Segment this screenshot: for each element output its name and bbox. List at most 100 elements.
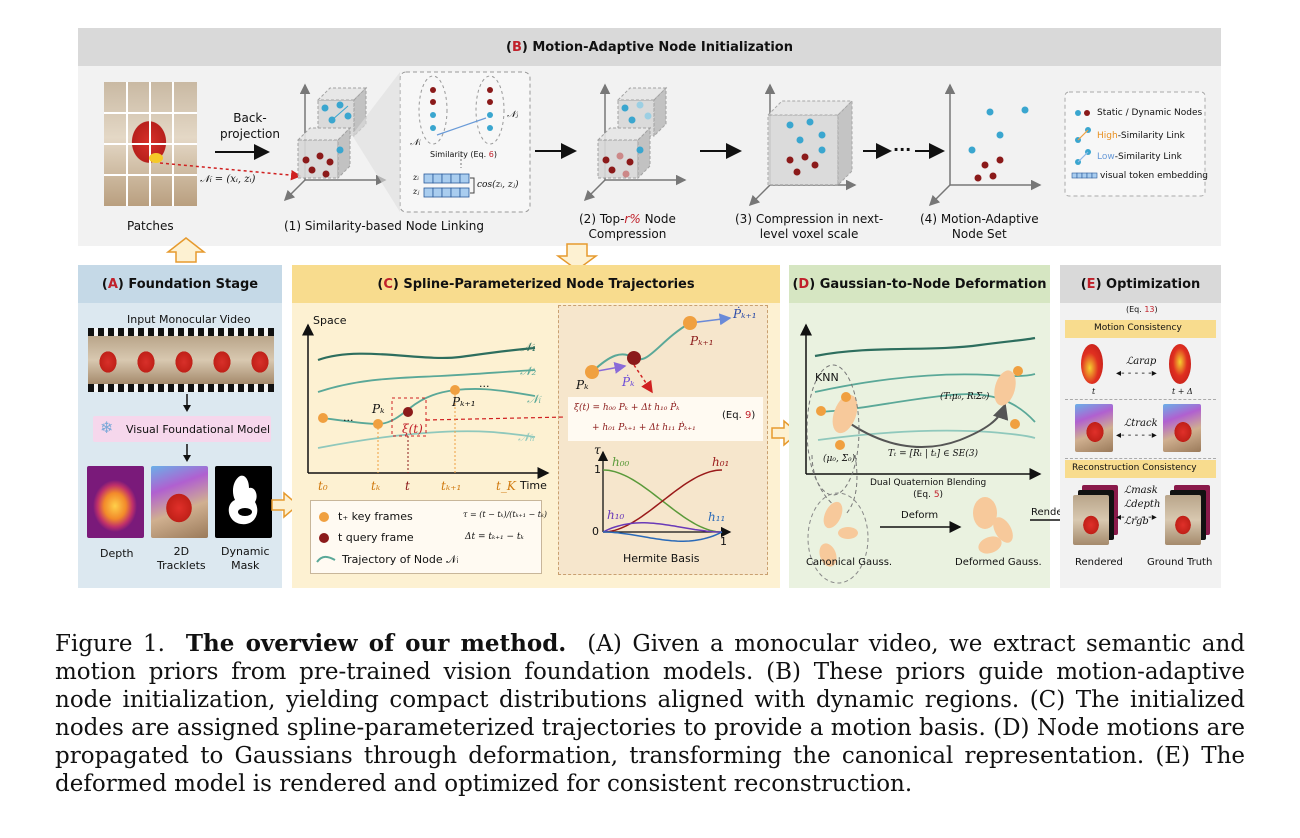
legend-queryframe: t query frame [338,531,414,544]
dt-formula: Δt = tₖ₊₁ − tₖ [465,532,524,542]
motion-consistency-band [1065,320,1216,338]
foundation-model-label: Visual Foundational Model [126,423,271,436]
deform-label: Deform [901,510,939,521]
zoom-pk1dot: Ṗₖ₊₁ [733,307,757,321]
n1-label: 𝒩₁ [520,340,537,354]
l-rgb: ℒrgb [1124,516,1149,527]
patches-label: Patches [127,219,174,233]
panel-d-header: (D) Gaussian-to-Node Deformation [789,265,1050,303]
l-depth: ℒdepth [1124,499,1161,510]
reconstruction-band [1065,460,1216,478]
egg-tdelta-icon [1169,344,1191,384]
zj-label: zⱼ [413,187,420,196]
h01-label: h₀₁ [712,455,730,469]
panel-e-eq: (Eq. 13) [1126,305,1158,314]
render-label: Render [1031,507,1067,518]
patches-image [104,82,197,206]
nn-label: 𝒩ₙ [518,430,535,444]
cos-formula: cos(zᵢ, zⱼ) [477,180,519,190]
tick-t0: t₀ [318,479,328,493]
xi-label: ξ(t) [402,422,423,436]
caption-bold: The overview of our method. [185,630,567,657]
panel-b-letter: B [511,39,522,55]
caption-text: (A) Given a monocular video, we extract … [55,631,1246,797]
spline-legend-box [310,500,542,574]
input-video-label: Input Monocular Video [127,313,251,326]
pk-label: Pₖ [372,402,385,416]
reconstruction-label: Reconstruction Consistency [1072,463,1197,473]
panel-a-header: (A) Foundation Stage [78,265,282,303]
legend-trajectory: Trajectory of Node 𝒩ᵢ [342,553,459,566]
trajectory-nn [317,430,536,449]
t-label: t [1092,387,1096,396]
zoom-pk: Pₖ [576,378,589,392]
dots-c-1: ··· [343,414,354,427]
legend-token: visual token embedding [1100,171,1209,181]
n2-label: 𝒩₂ [520,364,537,378]
panel-b: (B) Motion-Adaptive Node Initialization [78,28,1221,246]
down-arrow [555,243,599,271]
legend-low: Low-Similarity Link [1097,152,1182,162]
l-mask: ℒmask [1124,485,1158,496]
zoom-pkdot: Ṗₖ [622,375,635,389]
trajectory-n1 [317,346,536,362]
tick-tk: tₖ [371,479,381,493]
spline-diagram [302,313,732,563]
h10-label: h₁₀ [607,508,625,522]
panel-b-header: (B) Motion-Adaptive Node Initialization [78,28,1221,66]
gt-thumb [1165,495,1201,545]
tau-formula: τ = (t − tₖ)/(tₖ₊₁ − tₖ) [463,510,548,519]
transformed-label: (Tₜμ₀, RₜΣ₀) [940,392,990,402]
zi-label: zᵢ [413,173,419,182]
rendered-thumb [1073,495,1109,545]
knn-label: KNN [815,371,839,384]
step2-label: (2) Top-r% Node Compression [579,212,676,241]
rendered-label: Rendered [1075,557,1123,568]
deformed-gauss-label: Deformed Gauss. [955,557,1042,568]
depth-thumb [87,466,144,538]
zoom-pk1: Pₖ₊₁ [690,334,714,348]
step3-label: (3) Compression in next-level voxel scal… [735,212,884,241]
arap-arrow: ◂- - - - -▸ [1116,368,1157,379]
legend-keyframes: t₊ key frames [338,510,413,523]
equation-ref: (Eq. 9) [722,410,756,421]
h10-curve [602,522,722,533]
h01-curve [602,469,723,533]
tdelta-label: t + Δ [1172,387,1193,396]
patch-grid [104,82,197,206]
hermite-one-x: 1 [720,535,727,548]
motion-consistency-label: Motion Consistency [1094,323,1182,333]
l-arap: ℒarap [1126,356,1157,367]
tick-tK: t_K [496,479,516,493]
ground-truth-label: Ground Truth [1147,557,1213,568]
dqb-label: Dual Quaternion Blending (Eq. 5) [870,478,987,500]
equation-line1: ξ(t) = h₀₀ Pₖ + Δt h₁₀ Ṗₖ [574,403,680,413]
canonical-gauss-label: Canonical Gauss. [806,557,893,568]
time-axis-label: Time [520,479,547,492]
hermite-zero: 0 [592,525,599,538]
film-strip [88,328,274,392]
snowflake-icon: ❄ [100,418,114,437]
backprojection-label: Back- projection [220,111,280,141]
equation-box [568,397,763,441]
ni-label: 𝒩ᵢ [527,392,541,406]
tick-tk1: tₖ₊₁ [441,479,462,493]
space-axis-label: Space [313,314,347,327]
ellipsis: ··· [893,140,912,159]
nodes-1 [302,101,352,178]
deformation-diagram [800,323,1060,584]
track-box [1065,399,1216,459]
egg-t-icon [1081,344,1103,384]
l-track: ℒtrack [1124,418,1158,429]
mu0-label: (μ₀, Σ₀) [823,454,856,464]
tracklets-thumb [151,466,208,538]
caption-fig: Figure 1. [55,631,165,657]
connector-arrows [165,237,599,271]
step1-label: (1) Similarity-based Node Linking [284,219,484,233]
track-thumb-1 [1075,404,1113,452]
h11-curve [603,531,723,542]
legend-high: High-Similarity Link [1097,131,1185,141]
similarity-label: Similarity (Eq. 6) [430,150,497,159]
